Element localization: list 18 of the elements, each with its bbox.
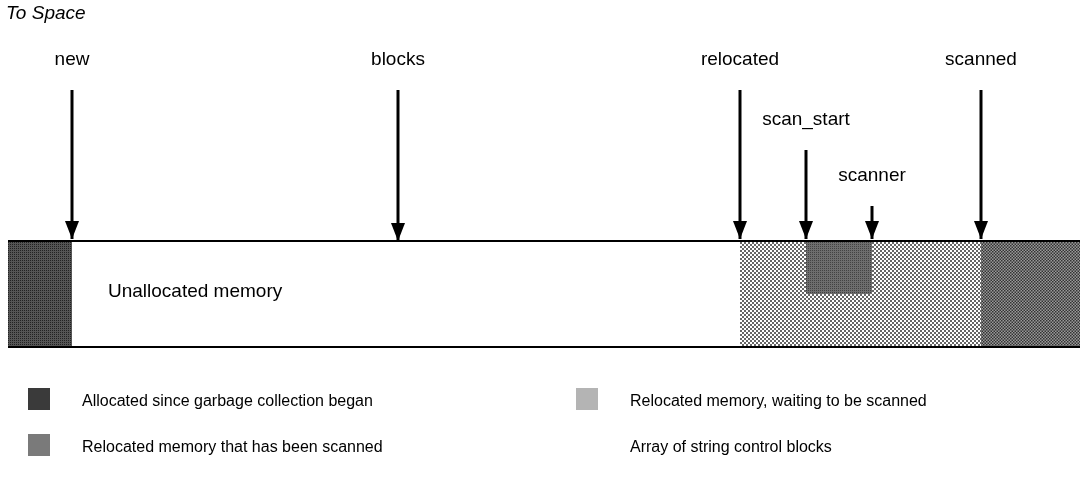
- legend-text: Relocated memory that has been scanned: [82, 438, 383, 456]
- pointer-label: blocks: [371, 48, 425, 70]
- pointer-label: new: [54, 48, 90, 70]
- arrow: [391, 90, 405, 241]
- arrow: [733, 90, 747, 239]
- pointer-label: scanned: [945, 48, 1017, 70]
- arrow: [799, 150, 813, 239]
- pointer-label: relocated: [700, 48, 780, 70]
- segment-label: Unallocated memory: [108, 280, 283, 302]
- arrow: [865, 206, 879, 239]
- pointer-label: scan_start: [762, 108, 850, 130]
- arrow: [65, 90, 79, 239]
- legend-text: Array of string control blocks: [630, 438, 832, 456]
- pointer-label: scanner: [838, 164, 906, 186]
- title: To Space: [6, 2, 86, 24]
- legend-text: Relocated memory, waiting to be scanned: [630, 392, 927, 410]
- arrow: [974, 90, 988, 239]
- legend-text: Allocated since garbage collection began: [82, 392, 373, 410]
